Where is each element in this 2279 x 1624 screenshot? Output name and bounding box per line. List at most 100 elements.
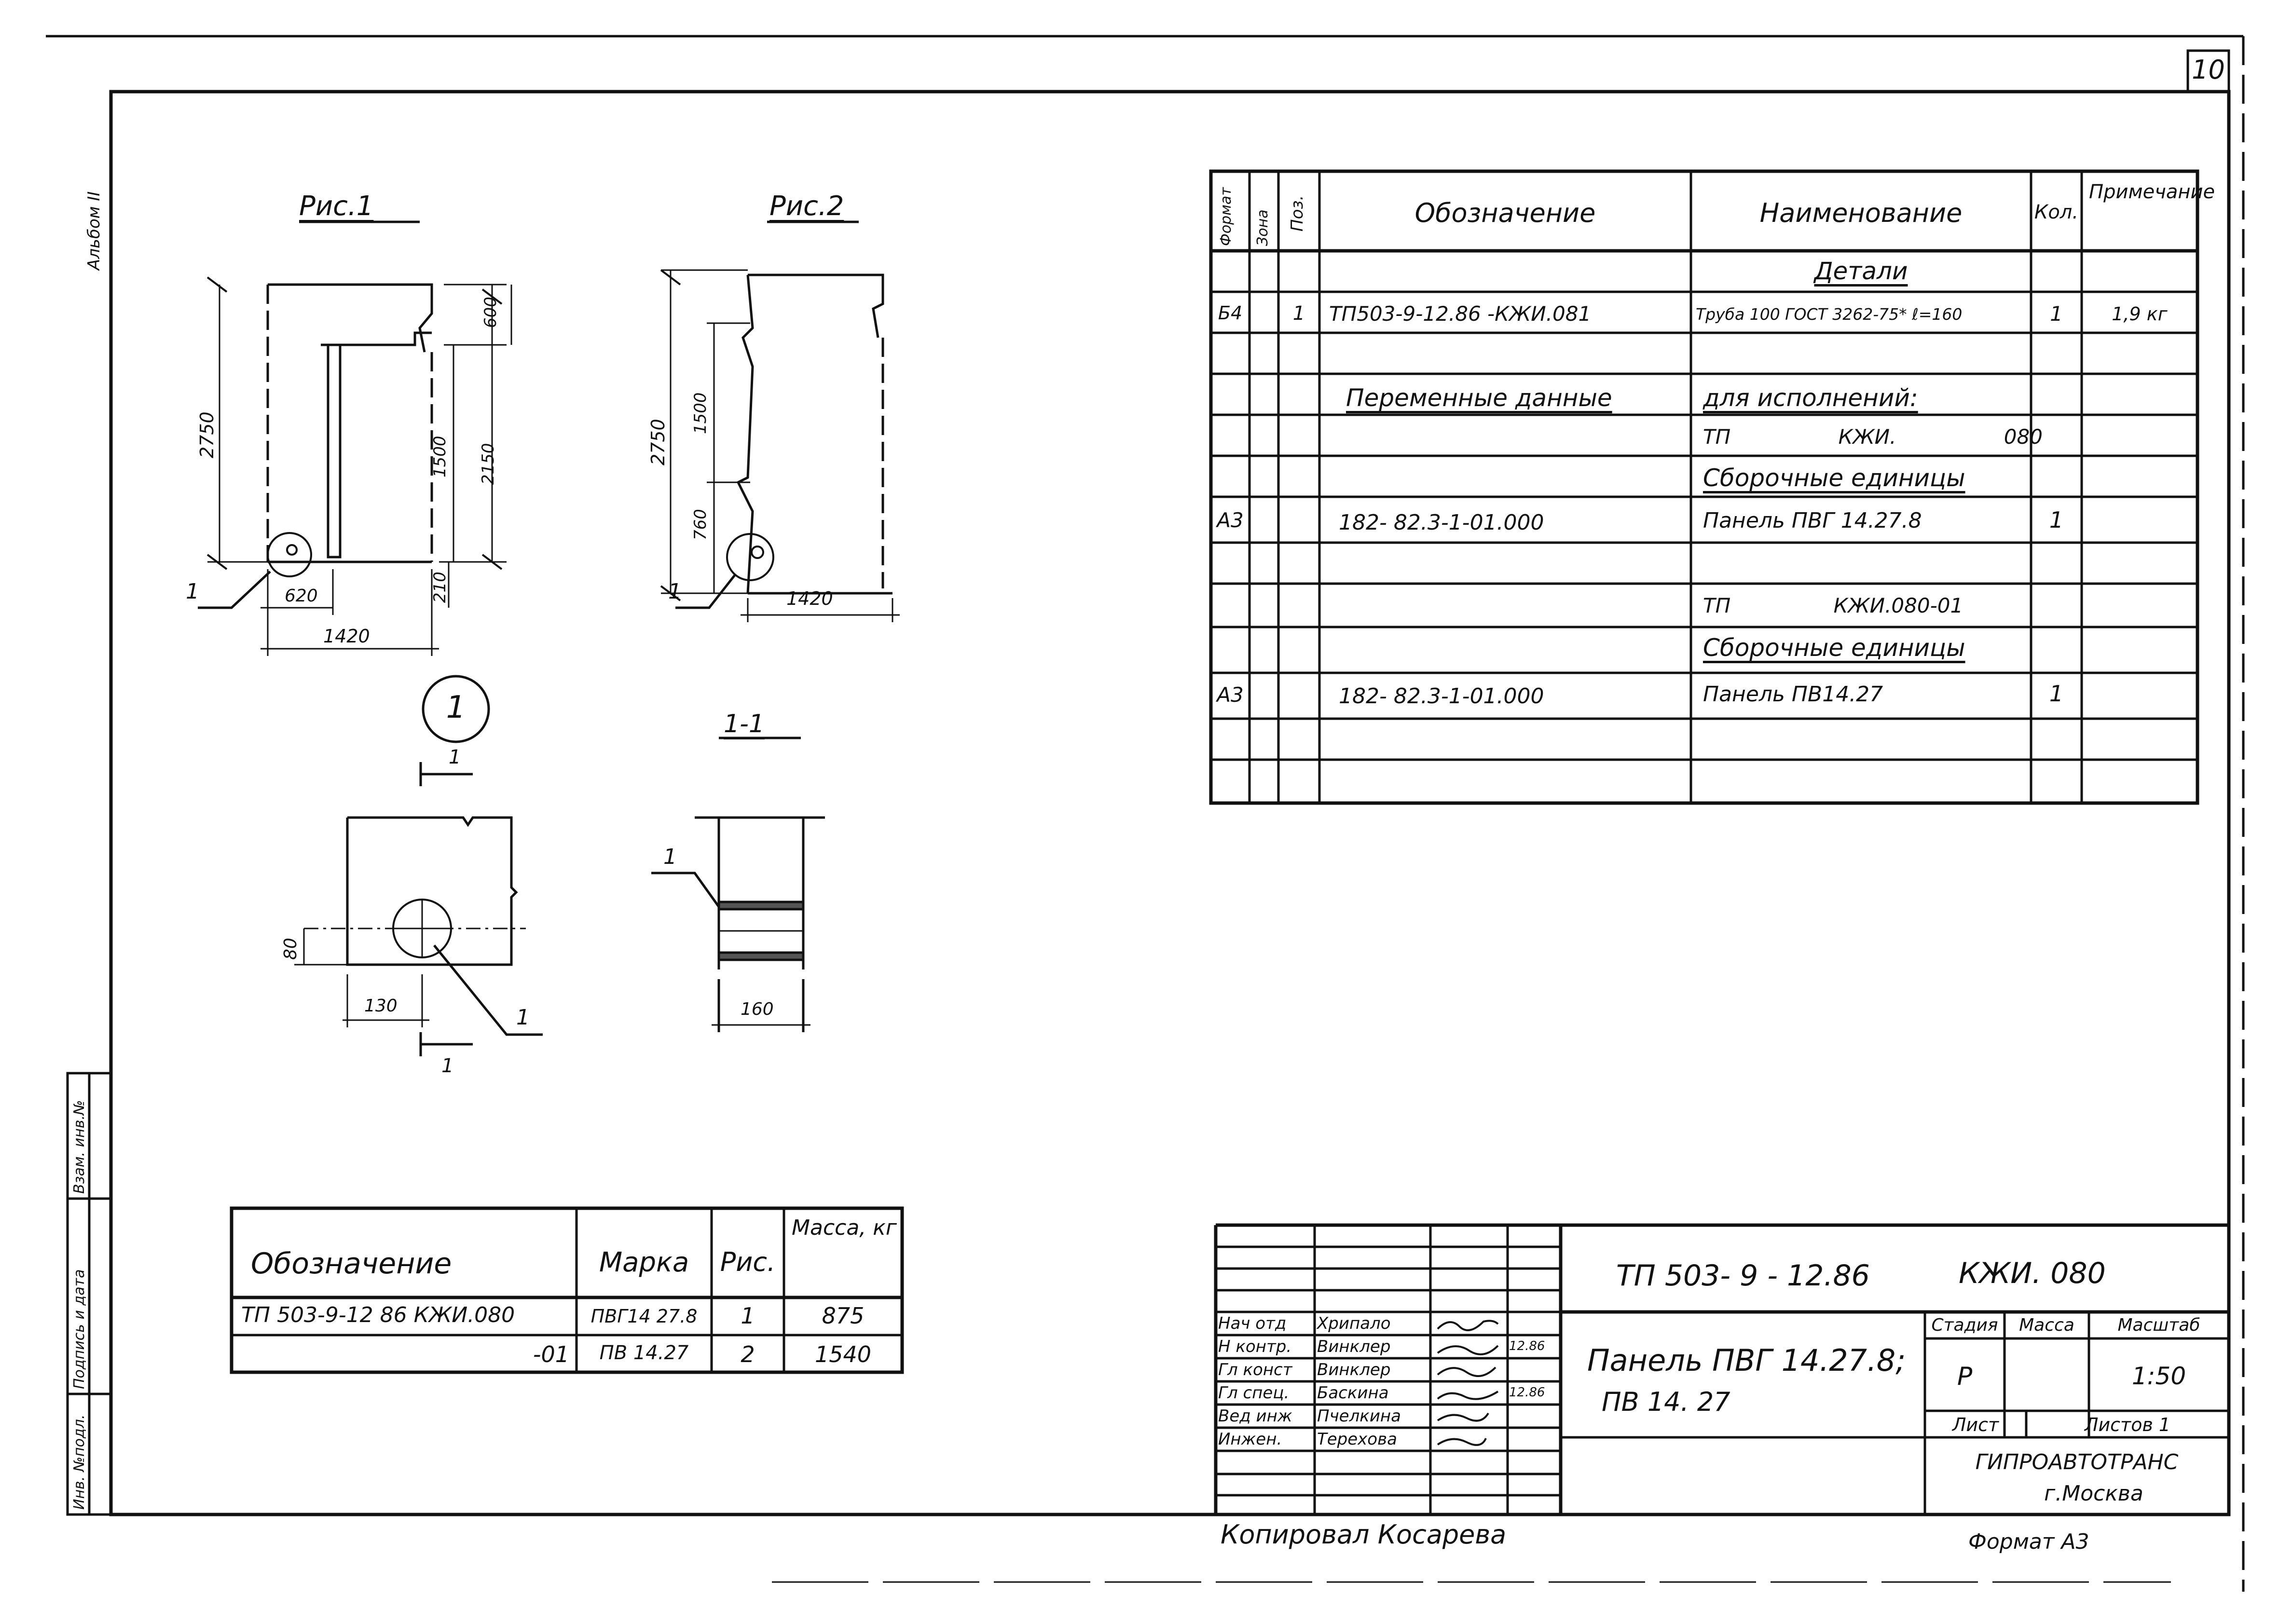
mass-header-mass: Масса, кг [792, 1215, 897, 1240]
mass-header-mark: Марка [599, 1247, 689, 1278]
fig2-title: Рис.2 [769, 191, 844, 222]
sheet-number: 10 [2192, 55, 2225, 85]
title-name-line2: ПВ 14. 27 [1602, 1387, 1730, 1417]
title-stage: Р [1957, 1362, 1973, 1391]
title-org-1: ГИПРОАВТОТРАНС [1975, 1450, 2179, 1474]
title-scale: 1:50 [2131, 1362, 2186, 1390]
spec-row-2-note: 1,9 кг [2112, 303, 2168, 325]
spec-row-11-qty: 1 [2049, 681, 2064, 707]
signature-marks [1437, 1320, 1499, 1446]
node1-dim-h: 80 [281, 938, 301, 960]
fig2-callout: 1 [668, 579, 682, 604]
mass-row-1-mass: 875 [822, 1303, 865, 1329]
staff-2-role: Н контр. [1218, 1337, 1292, 1356]
staff-6-surname: Терехова [1317, 1430, 1397, 1449]
spec-row-7-qty: 1 [2049, 507, 2064, 533]
spec-row-for-versions: для исполнений: [1703, 384, 1918, 412]
fig1-dim-mid: 1500 [430, 436, 450, 478]
staff-6-role: Инжен. [1218, 1430, 1282, 1449]
spec-row-11-name: Панель ПВ14.27 [1703, 682, 1883, 707]
spec-table-grid [1209, 169, 2199, 805]
staff-4-role: Гл спец. [1218, 1383, 1290, 1403]
title-block-grid [1214, 1223, 2229, 1515]
fig1-dim-top: 600 [481, 297, 500, 328]
node1-callout: 1 [516, 1005, 530, 1030]
staff-3-surname: Винклер [1317, 1360, 1391, 1379]
section-callout: 1 [663, 845, 677, 869]
spec-header-qty: Кол. [2034, 201, 2079, 223]
mass-row-1-fig: 1 [741, 1303, 755, 1329]
title-name-line1: Панель ПВГ 14.27.8; [1587, 1343, 1906, 1378]
title-mass-label: Масса [2019, 1315, 2074, 1335]
staff-4-date: 12.86 [1509, 1385, 1545, 1400]
spec-row-2-qty: 1 [2050, 302, 2063, 326]
spec-row-variable-data: Переменные данные [1346, 384, 1612, 412]
mass-row-2-mark: ПВ 14.27 [599, 1342, 689, 1364]
spec-row-2-designation: ТП503-9-12.86 -КЖИ.081 [1329, 302, 1592, 326]
spec-header-note: Примечание [2089, 181, 2215, 203]
spec-row-11-format: А3 [1217, 683, 1244, 707]
title-sheet-label: Лист [1952, 1414, 1999, 1435]
fig1-title: Рис.1 [299, 191, 374, 222]
margin-inv-no: Инв. №подл. [71, 1414, 88, 1510]
staff-4-surname: Баскина [1317, 1383, 1389, 1403]
title-sheets-label: Листов 1 [2084, 1414, 2171, 1435]
spec-row-assembly-units-1: Сборочные единицы [1703, 464, 1965, 492]
album-label: Альбом II [84, 191, 104, 270]
spec-row-version-080: ТП КЖИ. 080 [1703, 425, 2043, 449]
mass-table-grid [230, 1206, 904, 1374]
sheet-frame [46, 35, 2245, 1592]
mass-row-2-fig: 2 [741, 1341, 755, 1367]
spec-row-11-designation: 182- 82.3-1-01.000 [1339, 684, 1544, 709]
staff-3-role: Гл конст [1218, 1360, 1292, 1379]
spec-header-name: Наименование [1759, 198, 1963, 228]
spec-row-7-format: А3 [1217, 508, 1244, 532]
spec-header-format: Формат [1218, 187, 1235, 246]
title-stage-label: Стадия [1931, 1315, 1998, 1335]
node1-section-mark-bottom: 1 [441, 1055, 454, 1077]
spec-row-2-format: Б4 [1218, 302, 1243, 324]
spec-header-designation: Обозначение [1414, 198, 1596, 228]
mass-row-1-mark: ПВГ14 27.8 [590, 1306, 698, 1327]
fig1-dim-width: 1420 [323, 626, 370, 647]
mass-header-designation: Обозначение [251, 1247, 452, 1281]
staff-1-role: Нач отд [1218, 1314, 1287, 1333]
fig1-dim-right: 2150 [479, 443, 498, 485]
staff-5-role: Вед инж [1218, 1406, 1292, 1426]
section-drawing [651, 737, 825, 1032]
copied-by: Копировал Косарева [1221, 1519, 1507, 1550]
node1-dim-w: 130 [364, 996, 398, 1016]
mass-row-2-mass: 1540 [814, 1341, 872, 1367]
fig2-drawing [660, 220, 900, 622]
fig2-dim-width: 1420 [786, 588, 833, 609]
staff-2-surname: Винклер [1317, 1337, 1391, 1356]
spec-header-pos: Поз. [1288, 195, 1307, 232]
fig2-dim-lower: 760 [691, 509, 710, 540]
title-doc: КЖИ. 080 [1959, 1256, 2106, 1290]
sheet-format: Формат A3 [1968, 1529, 2089, 1554]
spec-header-zone: Зона [1254, 209, 1271, 246]
node1-section-mark-top: 1 [449, 746, 461, 768]
mass-row-2-designation: -01 [533, 1341, 569, 1367]
fig1-dim-bottom: 210 [430, 572, 450, 603]
staff-5-surname: Пчелкина [1317, 1406, 1401, 1426]
spec-row-2-name: Труба 100 ГОСТ 3262-75* ℓ=160 [1696, 305, 1963, 324]
section-title: 1-1 [724, 710, 765, 738]
spec-row-7-name: Панель ПВГ 14.27.8 [1703, 508, 1922, 533]
margin-signature-date: Подпись и дата [71, 1269, 88, 1390]
section-dim-w: 160 [741, 999, 774, 1019]
fig2-dim-upper: 1500 [691, 392, 710, 434]
title-scale-label: Масштаб [2117, 1315, 2200, 1335]
fig1-dim-offset: 620 [285, 586, 318, 606]
title-code: ТП 503- 9 - 12.86 [1616, 1259, 1870, 1293]
staff-2-date: 12.86 [1509, 1339, 1545, 1353]
node1-drawing [294, 675, 543, 1056]
fig1-drawing [198, 220, 512, 656]
mass-row-1-designation: ТП 503-9-12 86 КЖИ.080 [241, 1303, 515, 1327]
node1-label: 1 [446, 690, 466, 725]
title-org-2: г.Москва [2044, 1481, 2143, 1506]
spec-row-2-pos: 1 [1292, 302, 1305, 325]
staff-1-surname: Хрипало [1317, 1314, 1391, 1333]
